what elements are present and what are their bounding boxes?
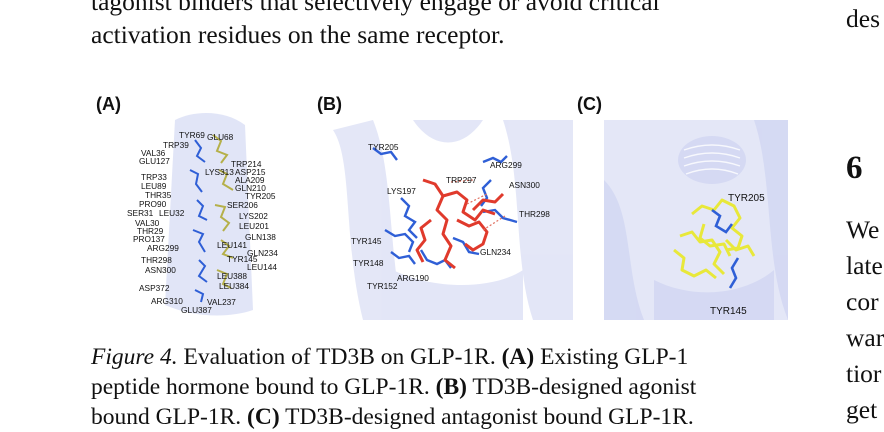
svg-text:LYS197: LYS197 [387,186,416,196]
panel-b-blue-residues [372,147,518,269]
body-text-line-1: tagonist binders that selectively engage… [91,0,660,16]
svg-text:ASN300: ASN300 [509,180,540,190]
svg-text:ALA209: ALA209 [235,175,265,185]
svg-text:LEU32: LEU32 [159,208,185,218]
svg-text:LEU89: LEU89 [141,181,167,191]
svg-text:GLN234: GLN234 [480,247,511,257]
panel-c-blue-residues [711,208,740,289]
svg-text:THR35: THR35 [145,190,172,200]
panel-c-helix-lines [683,144,741,175]
right-column-fragment-3: cor [846,287,879,316]
svg-text:LEU141: LEU141 [217,240,247,250]
svg-text:ARG299: ARG299 [490,160,522,170]
svg-text:THR298: THR298 [141,255,172,265]
svg-text:TRP39: TRP39 [163,140,189,150]
panel-c-ribbons [604,120,788,320]
svg-text:VAL30: VAL30 [135,218,160,228]
svg-text:TRP214: TRP214 [231,159,262,169]
svg-text:TYR205: TYR205 [245,191,276,201]
right-column-top-fragment: des [846,4,880,33]
svg-text:GLU127: GLU127 [139,156,170,166]
panel-b-svg: TYR205 ARG299 TRP297 ASN300 LYS197 THR29… [333,120,573,320]
svg-text:TYR152: TYR152 [367,281,398,291]
panel-label-a: (A) [96,94,121,114]
panel-c-labels: TYR205 TYR145 [710,193,765,317]
svg-text:LEU388: LEU388 [217,271,247,281]
svg-text:GLN234: GLN234 [247,248,278,258]
svg-text:TYR205: TYR205 [728,193,765,204]
svg-text:VAL237: VAL237 [207,297,236,307]
svg-text:TRP297: TRP297 [446,175,477,185]
right-column-fragment-6: get [846,395,878,424]
svg-text:SER31: SER31 [127,208,154,218]
svg-text:TYR145: TYR145 [227,254,258,264]
panel-a-olive-residues [212,134,234,289]
svg-text:GLU68: GLU68 [207,132,234,142]
right-column-fragment-4: war [846,323,884,352]
panel-label-c: (C) [577,94,602,114]
svg-text:LEU144: LEU144 [247,262,277,272]
svg-text:ARG190: ARG190 [397,273,429,283]
section-number: 6 [846,150,863,186]
caption-figure-label: Figure 4. [91,344,178,370]
caption-line-3: bound GLP-1R. (C) TD3B-designed antagoni… [91,404,694,430]
svg-text:LYS202: LYS202 [239,211,268,221]
svg-text:ASP372: ASP372 [139,283,170,293]
panel-c-structure: TYR205 TYR145 [604,120,788,320]
svg-text:TYR205: TYR205 [368,142,399,152]
svg-text:TYR148: TYR148 [353,258,384,268]
svg-text:ARG310: ARG310 [151,296,183,306]
svg-text:THR29: THR29 [137,226,164,236]
right-column-fragment-2: late [846,251,883,280]
panel-b-structure: TYR205 ARG299 TRP297 ASN300 LYS197 THR29… [333,120,573,320]
panel-b-hbonds [450,179,506,231]
panel-a-blue-residues [189,139,208,303]
right-column-fragment-1: We [846,215,880,244]
caption-line-2: peptide hormone bound to GLP-1R. (B) TD3… [91,374,697,400]
panel-a-labels: TYR69 GLU68 TRP39 VAL36 GLU127 TRP214 LY… [127,130,278,315]
panel-a-structure: TYR69 GLU68 TRP39 VAL36 GLU127 TRP214 LY… [127,100,285,320]
svg-text:TYR145: TYR145 [351,236,382,246]
svg-text:GLN138: GLN138 [245,232,276,242]
svg-text:VAL36: VAL36 [141,148,166,158]
panel-a-ribbons [165,113,253,316]
svg-text:ARG299: ARG299 [147,243,179,253]
svg-text:PRO90: PRO90 [139,199,167,209]
svg-text:SER206: SER206 [227,200,258,210]
right-column-fragment-5: tior [846,359,882,388]
panel-c-svg: TYR205 TYR145 [604,120,788,320]
svg-text:ASP215: ASP215 [235,167,266,177]
svg-text:PRO137: PRO137 [133,234,165,244]
caption-line-1: Figure 4. Evaluation of TD3B on GLP-1R. … [91,344,689,370]
panel-b-labels: TYR205 ARG299 TRP297 ASN300 LYS197 THR29… [351,142,550,291]
svg-text:GLN210: GLN210 [235,183,266,193]
svg-text:THR298: THR298 [519,209,550,219]
panel-label-b: (B) [317,94,342,114]
svg-text:TRP33: TRP33 [141,172,167,182]
body-text-line-2: activation residues on the same receptor… [91,20,505,49]
svg-text:LEU201: LEU201 [239,221,269,231]
panel-b-ligand [415,178,505,270]
panel-a-svg: TYR69 GLU68 TRP39 VAL36 GLU127 TRP214 LY… [127,113,278,316]
svg-text:TYR69: TYR69 [179,130,205,140]
svg-text:TYR145: TYR145 [710,306,747,317]
panel-c-ligand [673,198,756,280]
panel-b-ribbons [333,120,573,320]
svg-text:LYS313: LYS313 [205,167,234,177]
svg-text:LEU384: LEU384 [219,281,249,291]
svg-text:ASN300: ASN300 [145,265,176,275]
svg-text:GLU387: GLU387 [181,305,212,315]
